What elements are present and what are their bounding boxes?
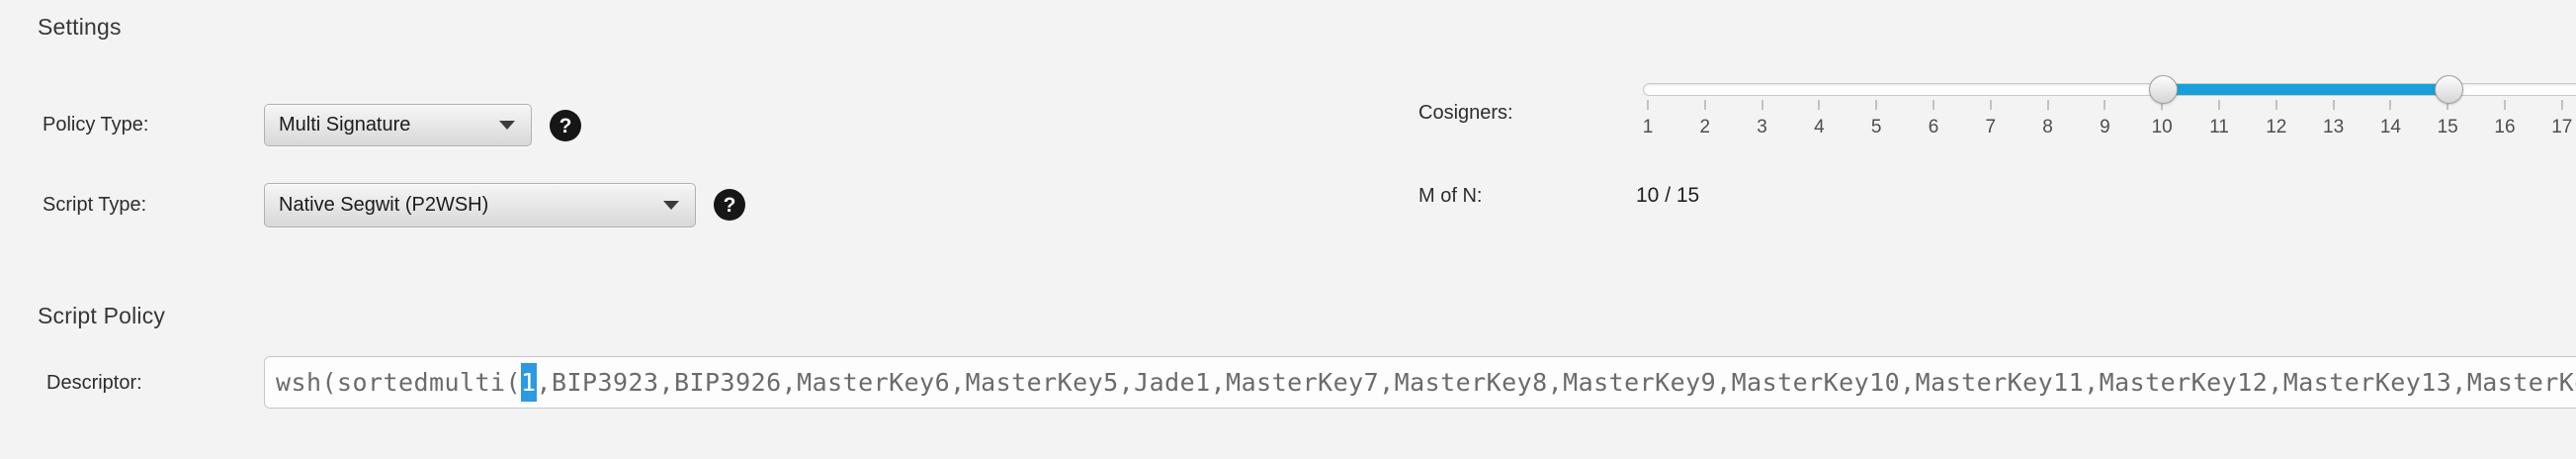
- script-type-help-icon[interactable]: ?: [714, 189, 745, 221]
- slider-tick-mark: [2447, 100, 2449, 110]
- slider-tick: 7: [1962, 100, 2019, 138]
- policy-type-label: Policy Type:: [43, 114, 149, 136]
- slider-tick: 1: [1619, 100, 1676, 138]
- slider-tick-mark: [1703, 100, 1706, 110]
- slider-tick-label: 15: [2437, 117, 2458, 138]
- slider-tick-mark: [2275, 100, 2277, 110]
- slider-tick-mark: [1647, 100, 1649, 110]
- slider-tick-mark: [1932, 100, 1934, 110]
- descriptor-field[interactable]: wsh(sortedmulti(1,BIP3923,BIP3926,Master…: [264, 356, 2576, 409]
- slider-tick: 15: [2419, 100, 2476, 138]
- script-policy-section-title: Script Policy: [38, 303, 166, 328]
- slider-tick: 2: [1676, 100, 1734, 138]
- descriptor-text-pre: wsh(sortedmulti(: [276, 368, 522, 397]
- slider-tick: 16: [2476, 100, 2533, 138]
- slider-low-handle[interactable]: [2148, 75, 2178, 104]
- slider-tick: 12: [2248, 100, 2305, 138]
- slider-tick-label: 12: [2266, 117, 2287, 138]
- descriptor-text-post: ,BIP3923,BIP3926,MasterKey6,MasterKey5,J…: [536, 368, 2576, 397]
- slider-tick-mark: [2389, 100, 2392, 110]
- slider-tick-mark: [1760, 100, 1763, 110]
- descriptor-selected-text: 1: [521, 363, 537, 402]
- descriptor-label: Descriptor:: [46, 372, 142, 394]
- slider-tick-label: 5: [1870, 117, 1882, 138]
- slider-tick-mark: [1989, 100, 1992, 110]
- slider-tick-label: 16: [2494, 117, 2516, 138]
- chevron-down-icon: [499, 121, 515, 130]
- policy-type-dropdown[interactable]: Multi Signature: [264, 104, 532, 146]
- cosigners-label: Cosigners:: [1418, 102, 1513, 124]
- slider-tick-mark: [2560, 100, 2563, 110]
- slider-tick-label: 11: [2209, 117, 2229, 138]
- script-type-label: Script Type:: [43, 194, 147, 216]
- slider-tick: 11: [2190, 100, 2248, 138]
- policy-type-value: Multi Signature: [279, 114, 411, 136]
- slider-tick: 13: [2305, 100, 2362, 138]
- settings-section-title: Settings: [38, 14, 122, 40]
- slider-tick-label: 4: [1814, 117, 1825, 138]
- slider-tick-label: 1: [1642, 117, 1654, 138]
- slider-tick-label: 6: [1928, 117, 1939, 138]
- slider-tick-mark: [2504, 100, 2506, 110]
- slider-tick-label: 14: [2379, 117, 2401, 138]
- chevron-down-icon: [663, 201, 679, 210]
- slider-tick-label: 17: [2551, 117, 2573, 138]
- script-type-dropdown[interactable]: Native Segwit (P2WSH): [264, 183, 696, 228]
- slider-tick: 5: [1847, 100, 1905, 138]
- slider-tick-label: 13: [2323, 117, 2345, 138]
- slider-tick-label: 7: [1985, 117, 1997, 138]
- slider-high-handle[interactable]: [2434, 75, 2463, 104]
- slider-tick-label: 3: [1757, 117, 1767, 138]
- slider-tick: 4: [1790, 100, 1847, 138]
- script-type-value: Native Segwit (P2WSH): [279, 194, 489, 216]
- cosigners-range-slider[interactable]: [1643, 75, 2576, 104]
- slider-tick: 8: [2019, 100, 2077, 138]
- slider-tick-mark: [2046, 100, 2049, 110]
- slider-tick: 14: [2361, 100, 2419, 138]
- slider-tick-label: 2: [1699, 117, 1711, 138]
- slider-tick: 17: [2533, 100, 2576, 138]
- slider-tick-label: 10: [2151, 117, 2173, 138]
- slider-tick-mark: [2218, 100, 2220, 110]
- slider-tick: 6: [1905, 100, 1962, 138]
- slider-tick-mark: [1818, 100, 1821, 110]
- slider-tick-mark: [1875, 100, 1878, 110]
- slider-tick-label: 8: [2042, 117, 2053, 138]
- slider-range-fill: [2163, 84, 2449, 95]
- slider-tick: 10: [2133, 100, 2190, 138]
- slider-tick-mark: [2332, 100, 2335, 110]
- slider-tick: 3: [1734, 100, 1791, 138]
- slider-tick: 9: [2076, 100, 2133, 138]
- slider-tick-mark: [2161, 100, 2164, 110]
- slider-tick-label: 9: [2100, 117, 2110, 138]
- m-of-n-value: 10 / 15: [1636, 184, 1700, 207]
- slider-tick-mark: [2104, 100, 2106, 110]
- m-of-n-label: M of N:: [1418, 185, 1483, 207]
- policy-type-help-icon[interactable]: ?: [550, 110, 581, 141]
